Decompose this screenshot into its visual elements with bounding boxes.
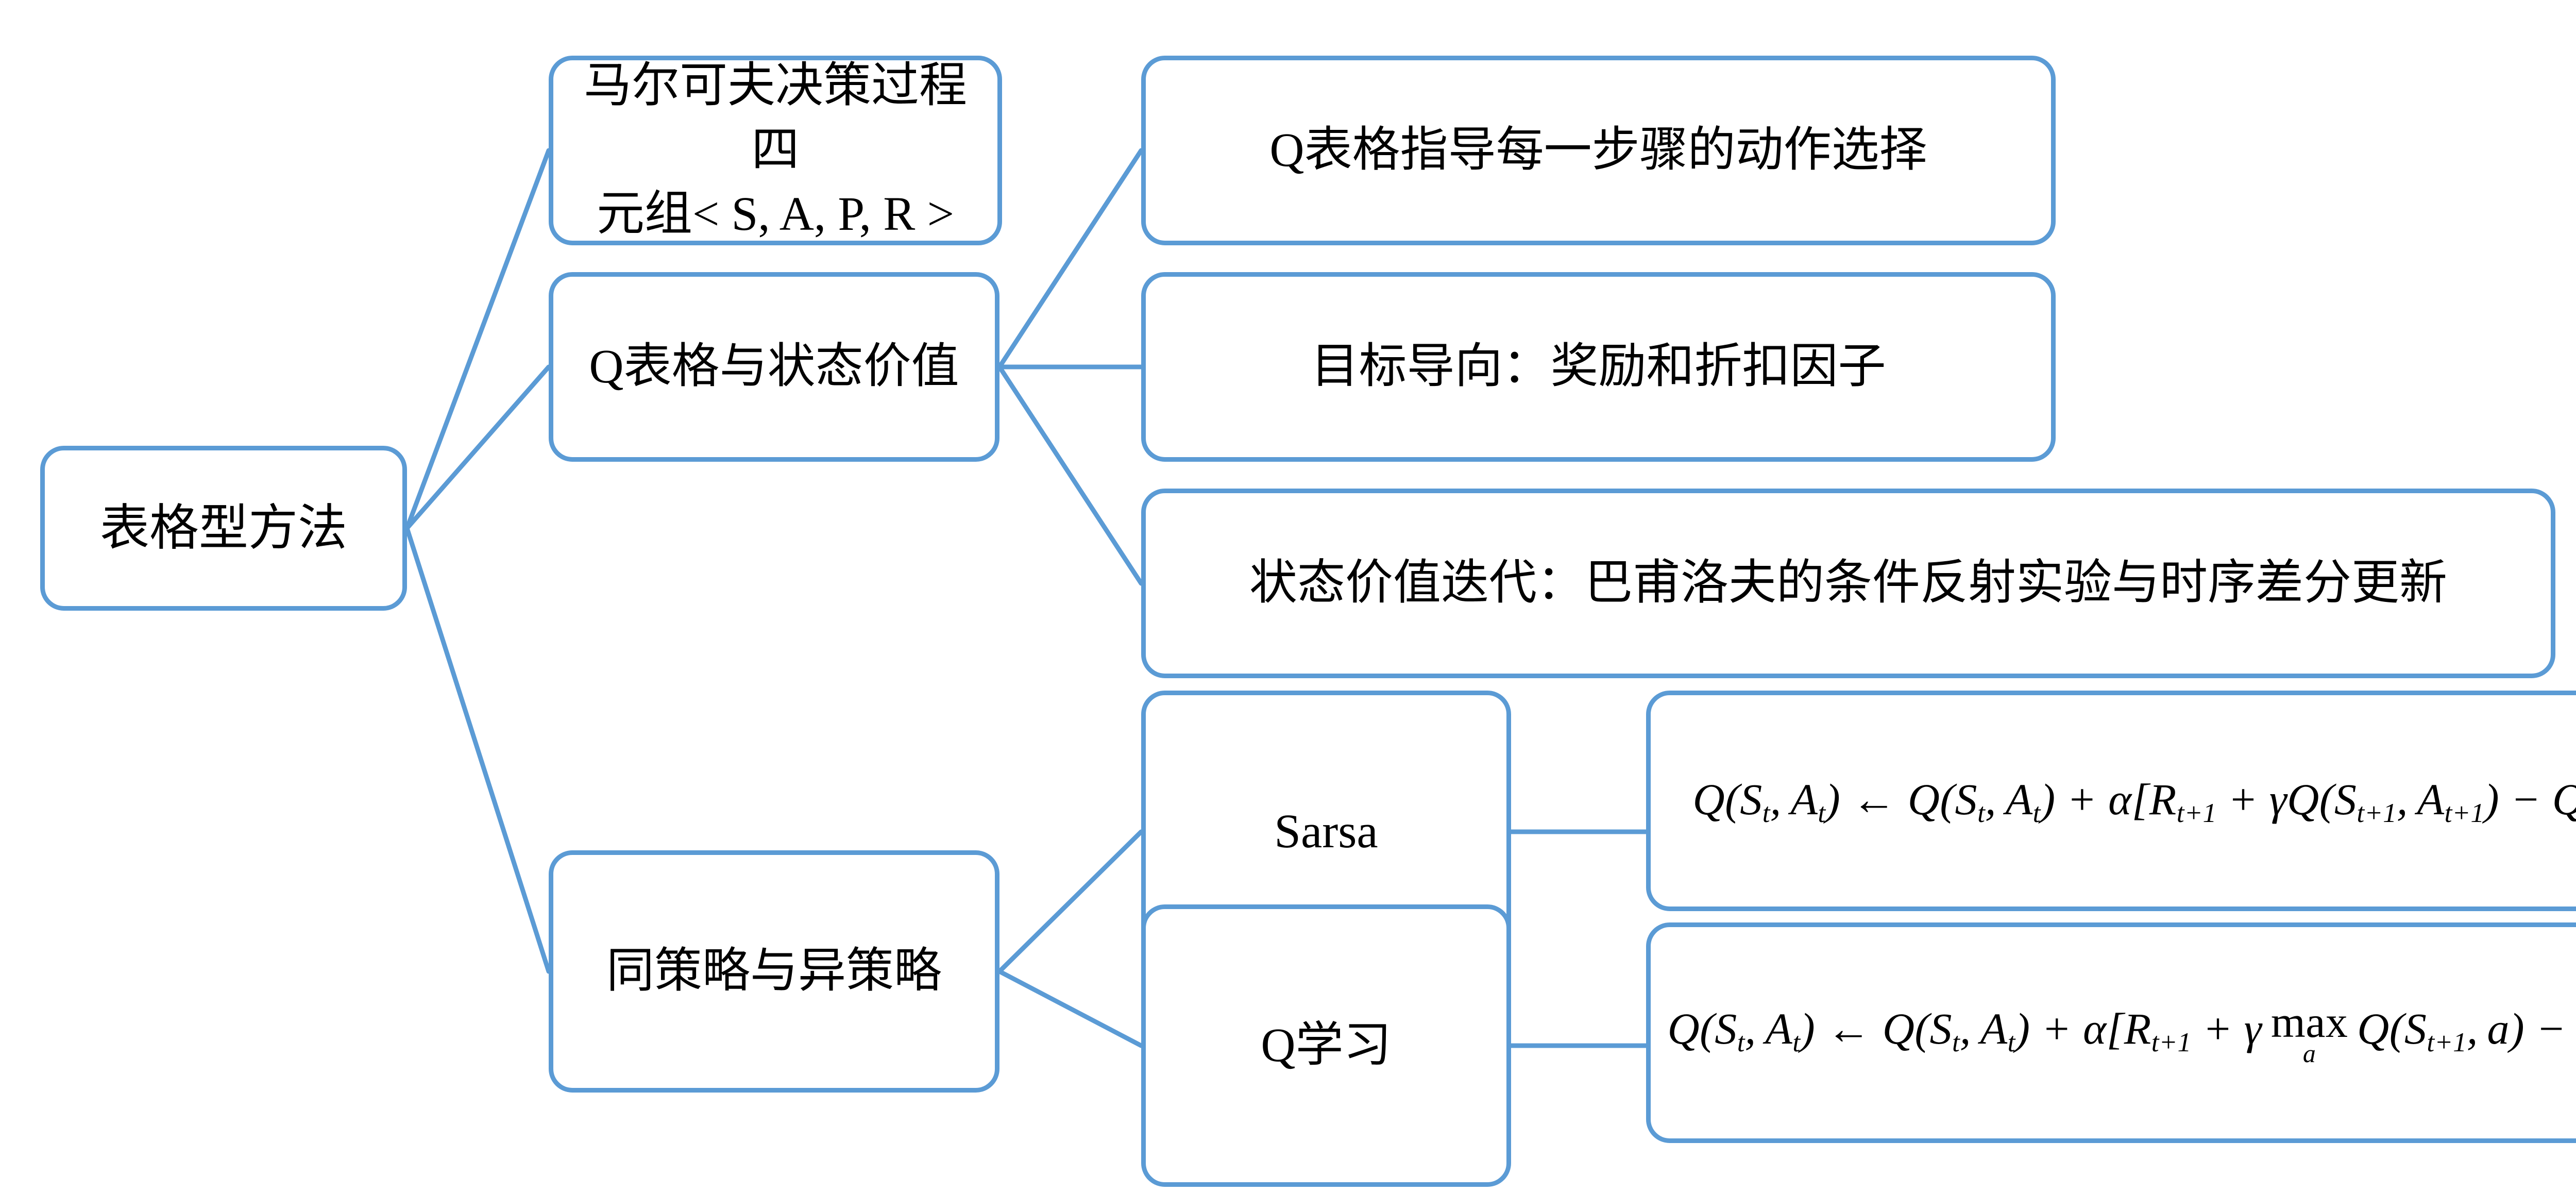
node-sarsa-equation[interactable]: Q(St, At) ← Q(St, At) + α[Rt+1 + γQ(St+1…	[1646, 691, 2576, 911]
node-on-off-policy-label: 同策略与异策略	[606, 944, 942, 998]
edge-root-to-qtable	[404, 364, 551, 531]
node-root-label: 表格型方法	[100, 500, 347, 556]
edge-root-to-policy	[404, 526, 551, 974]
node-mdp-label: 马尔可夫决策过程四 元组< S, A, P, R >	[584, 59, 967, 241]
node-sarsa-label: Sarsa	[1274, 804, 1378, 858]
edge-qtable-to-guide	[997, 148, 1144, 370]
edge-qtable-to-valueiter	[997, 364, 1144, 586]
node-state-value-iteration[interactable]: 状态价值迭代：巴甫洛夫的条件反射实验与时序差分更新	[1141, 489, 2555, 678]
node-goal-oriented-reward-discount[interactable]: 目标导向：奖励和折扣因子	[1141, 272, 2056, 462]
node-on-off-policy[interactable]: 同策略与异策略	[549, 850, 999, 1093]
sarsa-equation-rendered: Q(St, At) ← Q(St, At) + α[Rt+1 + γQ(St+1…	[1651, 770, 2576, 831]
node-q-table-state-value[interactable]: Q表格与状态价值	[549, 272, 999, 462]
edge-root-to-mdp	[404, 148, 551, 531]
sarsa-equation-math: Q(St, At) ← Q(St, At) + α[Rt+1 + γQ(St+1…	[1692, 775, 2576, 829]
node-goal-oriented-reward-discount-label: 目标导向：奖励和折扣因子	[1311, 340, 1886, 393]
node-state-value-iteration-label: 状态价值迭代：巴甫洛夫的条件反射实验与时序差分更新	[1249, 556, 2447, 610]
node-q-table-state-value-label: Q表格与状态价值	[589, 340, 959, 393]
node-q-table-action-guidance-label: Q表格指导每一步骤的动作选择	[1269, 123, 1927, 177]
node-root[interactable]: 表格型方法	[40, 446, 407, 611]
node-q-table-action-guidance[interactable]: Q表格指导每一步骤的动作选择	[1141, 56, 2056, 245]
edge-policy-to-sarsa	[997, 829, 1144, 974]
node-q-learning[interactable]: Q学习	[1141, 904, 1511, 1187]
node-mdp[interactable]: 马尔可夫决策过程四 元组< S, A, P, R >	[549, 56, 1002, 245]
edge-policy-to-qlearn	[997, 969, 1144, 1048]
node-q-learning-label: Q学习	[1261, 1018, 1392, 1072]
